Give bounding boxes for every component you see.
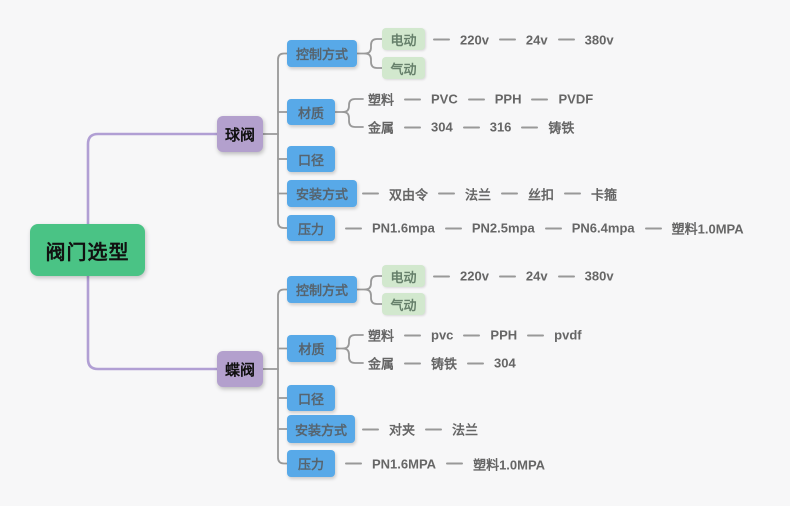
connector-dash [557,38,575,41]
connector-dash [433,275,450,277]
connector-dash [404,126,422,128]
ball-metal-316[interactable]: 316 [489,119,512,135]
ball-install-thread[interactable]: 丝扣 [528,187,555,202]
ball-metal-cast-iron[interactable]: 铸铁 [548,120,575,136]
branch-butterfly-valve[interactable]: 蝶阀 [217,351,263,387]
ball-pressure-pn16[interactable]: PN1.6mpa [372,220,435,236]
ball-category-material[interactable]: 材质 [287,99,335,125]
butterfly-volt-24v[interactable]: 24v [525,268,548,284]
butterfly-plastic-pph[interactable]: PPH [490,327,518,343]
butterfly-category-diameter[interactable]: 口径 [287,385,335,411]
root-node[interactable]: 阀门选型 [30,224,145,276]
ball-volts-chain: 220v 24v 380v [433,32,614,47]
ball-pressure-plastic10[interactable]: 塑料1.0MPA [671,221,744,237]
connector-dash [404,334,422,336]
connector-dash [433,38,450,41]
butterfly-material-bracket [335,334,364,364]
connector-dash [345,462,362,465]
butterfly-metal-304[interactable]: 304 [494,355,516,371]
connector-dash [444,227,462,229]
butterfly-plastic-chain: 塑料 pvc PPH pvdf [368,326,582,345]
butterfly-install-chain: 对夹 法兰 [362,420,478,439]
butterfly-leaf-pneumatic[interactable]: 气动 [382,293,425,315]
ball-plastic-pvc[interactable]: PVC [431,91,458,107]
butterfly-leaf-metal[interactable]: 金属 [368,356,395,372]
ball-leaf-plastic[interactable]: 塑料 [368,92,395,108]
butterfly-spine [262,288,288,465]
ball-control-bracket [356,38,383,69]
connector-dash [527,334,545,336]
butterfly-leaf-electric[interactable]: 电动 [382,265,425,287]
butterfly-category-install[interactable]: 安装方式 [287,415,355,443]
butterfly-leaf-plastic[interactable]: 塑料 [368,328,395,344]
connector-dash [564,192,582,195]
ball-leaf-metal[interactable]: 金属 [368,120,395,136]
butterfly-metal-cast-iron[interactable]: 铸铁 [431,356,458,372]
ball-volt-220v[interactable]: 220v [460,32,489,47]
connector-dash [404,98,422,100]
butterfly-install-flange[interactable]: 法兰 [452,422,479,438]
connector-dash [521,126,539,128]
butterfly-pressure-chain: PN1.6MPA 塑料1.0MPA [345,454,545,473]
connector-dash [446,462,464,465]
butterfly-pressure-pn16[interactable]: PN1.6MPA [372,456,437,471]
connector-dash [498,275,516,277]
butterfly-volt-220v[interactable]: 220v [460,268,489,284]
connector-dash [404,362,422,364]
butterfly-volts-chain: 220v 24v 380v [433,269,614,284]
ball-spine [262,52,288,229]
ball-category-diameter[interactable]: 口径 [287,146,335,172]
branch-ball-valve[interactable]: 球阀 [217,116,263,152]
ball-material-bracket [334,98,364,128]
connector-dash [498,38,516,41]
ball-metal-chain: 金属 304 316 铸铁 [368,118,574,137]
ball-leaf-electric[interactable]: 电动 [382,28,425,50]
ball-volt-380v[interactable]: 380v [584,32,614,47]
butterfly-volt-380v[interactable]: 380v [584,268,614,284]
ball-plastic-pvdf[interactable]: PVDF [558,91,594,107]
connector-dash [557,275,575,277]
connector-dash [544,227,562,229]
ball-volt-24v[interactable]: 24v [525,32,548,47]
connector-dash [438,192,456,195]
connector-dash [462,126,480,128]
connector-dash [463,334,481,336]
ball-pressure-pn25[interactable]: PN2.5mpa [471,220,535,236]
ball-install-chain: 双由令 法兰 丝扣 卡箍 [362,184,617,203]
connector-dash [467,98,485,100]
connector-dash [345,227,362,229]
connector-dash [362,428,379,430]
ball-install-clamp[interactable]: 卡箍 [591,187,618,202]
butterfly-install-wafer[interactable]: 对夹 [389,422,416,438]
ball-plastic-chain: 塑料 PVC PPH PVDF [368,90,593,109]
ball-leaf-pneumatic[interactable]: 气动 [382,57,425,79]
ball-category-control[interactable]: 控制方式 [287,40,357,67]
ball-category-install[interactable]: 安装方式 [287,180,357,207]
connector-dash [501,192,519,195]
ball-install-union[interactable]: 双由令 [389,187,429,202]
ball-pressure-pn64[interactable]: PN6.4mpa [571,220,635,236]
connector-dash [531,98,549,100]
connector-dash [362,192,379,195]
ball-install-flange[interactable]: 法兰 [465,187,492,202]
butterfly-control-bracket [356,275,383,305]
butterfly-category-material[interactable]: 材质 [287,335,336,362]
butterfly-category-pressure[interactable]: 压力 [287,450,335,477]
butterfly-category-control[interactable]: 控制方式 [287,276,357,303]
butterfly-pressure-plastic10[interactable]: 塑料1.0MPA [473,457,546,472]
ball-metal-304[interactable]: 304 [431,119,453,135]
connector-dash [425,428,443,430]
connector-dash [644,227,662,229]
ball-plastic-pph[interactable]: PPH [494,91,522,107]
butterfly-metal-chain: 金属 铸铁 304 [368,354,516,373]
ball-category-pressure[interactable]: 压力 [287,215,335,241]
connector-dash [467,362,485,364]
ball-pressure-chain: PN1.6mpa PN2.5mpa PN6.4mpa 塑料1.0MPA [345,219,744,238]
butterfly-plastic-pvdf[interactable]: pvdf [554,327,582,343]
butterfly-plastic-pvc[interactable]: pvc [431,327,454,343]
